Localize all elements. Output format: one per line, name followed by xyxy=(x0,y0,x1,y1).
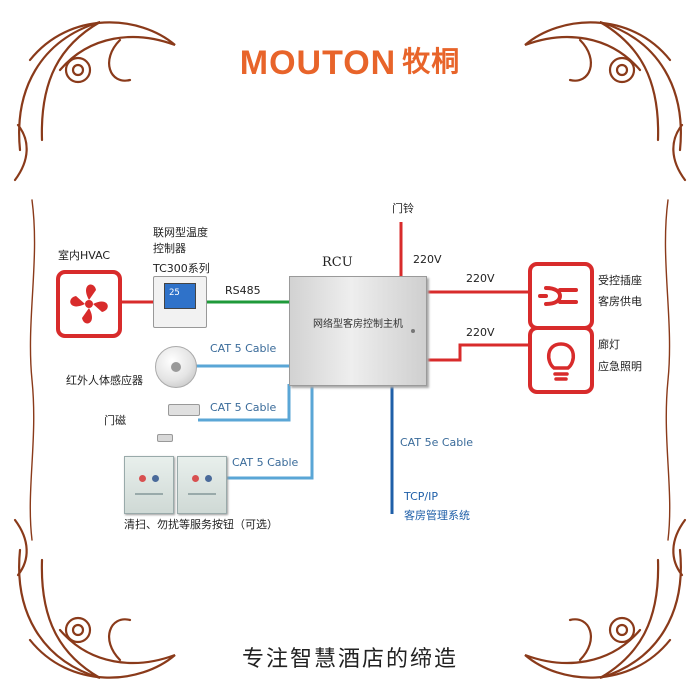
slogan: 专注智慧酒店的缔造 xyxy=(241,647,458,672)
service-button-blue xyxy=(205,475,212,482)
wire-door xyxy=(198,384,291,422)
thermostat-device: 25 xyxy=(153,276,207,328)
service-button-blue xyxy=(152,475,159,482)
service-button-red xyxy=(139,475,146,482)
controlled-socket xyxy=(528,262,594,330)
rs485-label: RS485 xyxy=(225,284,261,297)
light-label-line2: 应急照明 xyxy=(598,360,642,373)
voltage-top-label: 220V xyxy=(413,253,442,266)
plug-icon xyxy=(538,286,578,306)
hvac-label: 室内HVAC xyxy=(58,249,111,262)
thermostat-label-line1: 联网型温度 xyxy=(153,226,208,239)
socket-label-line1: 受控插座 xyxy=(598,274,642,287)
cable-label-2: CAT 5 Cable xyxy=(210,401,277,414)
service-buttons-label: 清扫、勿扰等服务按钮（可选） xyxy=(124,518,278,531)
rcu-box-text: 网络型客房控制主机 xyxy=(313,319,403,330)
infrared-sensor-label: 红外人体感应器 xyxy=(66,374,143,387)
cable-label-1: CAT 5 Cable xyxy=(210,342,277,355)
sensor-lens-icon xyxy=(171,362,181,372)
service-button-panel-1 xyxy=(124,456,174,514)
hvac-unit xyxy=(56,270,122,338)
rcu-lock-icon xyxy=(411,329,415,333)
frame-rail-left xyxy=(29,199,36,541)
cat5e-label: CAT 5e Cable xyxy=(400,436,474,449)
corridor-light xyxy=(528,326,594,394)
door-sensor-device xyxy=(168,404,200,416)
voltage-socket-label: 220V xyxy=(466,272,495,285)
corner-ornament-bottom-right xyxy=(524,518,687,680)
thermostat-label-line2: 控制器 xyxy=(153,242,186,255)
rcu-controller-box: 网络型客房控制主机 xyxy=(289,276,427,386)
brand-name-cn: 牧桐 xyxy=(402,46,461,77)
door-sensor-label: 门磁 xyxy=(104,414,126,427)
rcu-title: RCU xyxy=(322,255,353,270)
service-button-red xyxy=(192,475,199,482)
thermostat-model: TC300系列 xyxy=(153,262,210,275)
wire-220v-light xyxy=(425,343,528,362)
voltage-light-label: 220V xyxy=(466,326,495,339)
brand-name-en: MOUTON xyxy=(239,44,397,82)
cable-label-3: CAT 5 Cable xyxy=(232,456,299,469)
socket-label-line2: 客房供电 xyxy=(598,295,642,308)
doorbell-label: 门铃 xyxy=(392,202,414,215)
infrared-sensor-device xyxy=(155,346,197,388)
thermostat-screen: 25 xyxy=(164,283,196,309)
door-sensor-magnet xyxy=(157,434,173,442)
fan-icon xyxy=(70,284,108,324)
wire-buttons xyxy=(225,384,314,480)
corner-ornament-bottom-left xyxy=(13,518,176,680)
service-button-panel-2 xyxy=(177,456,227,514)
light-label-line1: 廊灯 xyxy=(598,338,620,351)
tcpip-label: TCP/IP xyxy=(404,490,438,503)
frame-rail-right xyxy=(664,199,671,541)
corner-ornament-top-left xyxy=(13,20,176,182)
management-system-label: 客房管理系统 xyxy=(404,509,470,522)
lightbulb-icon xyxy=(546,342,576,381)
corner-ornament-top-right xyxy=(524,20,687,182)
